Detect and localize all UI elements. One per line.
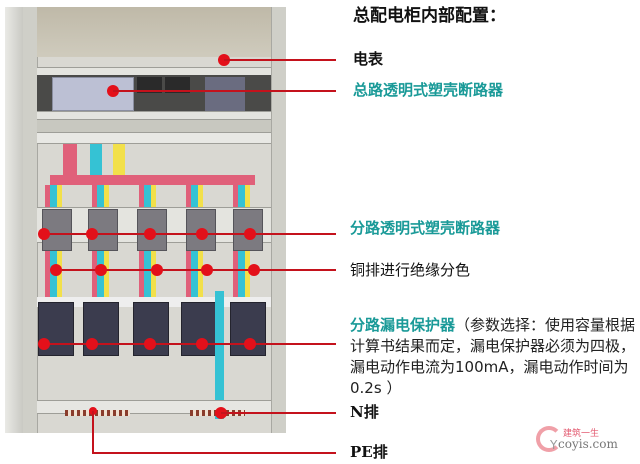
watermark-logo-y: Y (550, 438, 558, 452)
label-busbar-color: 铜排进行绝缘分色 (350, 261, 471, 279)
device (205, 77, 245, 111)
busbar-red (63, 144, 77, 179)
leader-main-breaker (113, 90, 336, 92)
marker-busbar-4 (201, 264, 213, 276)
busbar-cyan (90, 144, 102, 179)
marker-rcd-3 (144, 338, 156, 350)
marker-branch-breaker-1 (38, 228, 50, 240)
pe-busbar (65, 410, 130, 416)
leader-branch-breaker (42, 233, 336, 235)
label-rcd: 分路漏电保护器 (350, 316, 456, 334)
busbar-red-horizontal (50, 175, 255, 185)
marker-branch-breaker-2 (86, 228, 98, 240)
marker-rcd-1 (38, 338, 50, 350)
watermark-logo-icon (536, 426, 562, 452)
cabinet-door (5, 7, 23, 433)
marker-rcd-4 (196, 338, 208, 350)
busbar-yellow (113, 144, 125, 179)
leader-busbar-color (54, 269, 336, 271)
marker-busbar-3 (151, 264, 163, 276)
marker-branch-breaker-3 (144, 228, 156, 240)
leader-meter (224, 59, 336, 61)
cabinet-ceiling (37, 7, 271, 57)
meter (165, 77, 190, 93)
label-n-bar: N排 (350, 403, 379, 421)
marker-busbar-1 (50, 264, 62, 276)
label-pe-bar: PE排 (350, 443, 388, 461)
watermark-cn: 建筑一生 (563, 429, 600, 439)
rcd-params: （参数选择：使用容量根据计算书结果而定，漏电保护器必须为四极，漏电动作电流为10… (350, 316, 636, 397)
cabinet-photo (5, 7, 286, 433)
leader-pe-bar-vertical (92, 411, 94, 454)
marker-busbar-5 (248, 264, 260, 276)
marker-busbar-2 (95, 264, 107, 276)
rcd-1 (38, 302, 74, 356)
marker-rcd-2 (86, 338, 98, 350)
rcd-description: 分路漏电保护器（参数选择：使用容量根据计算书结果而定，漏电保护器必须为四极，漏电… (350, 315, 640, 399)
n-cable (215, 291, 224, 419)
rail (37, 132, 271, 144)
leader-n-bar (221, 412, 336, 414)
cabinet-frame-right (271, 7, 286, 433)
watermark-en: coyis.com (558, 437, 618, 451)
marker-branch-breaker-4 (196, 228, 208, 240)
watermark: Y 建筑一生 coyis.com (536, 424, 636, 456)
leader-pe-bar (92, 452, 336, 454)
label-meter: 电表 (353, 50, 384, 68)
label-branch-breaker: 分路透明式塑壳断路器 (350, 219, 501, 237)
label-main-breaker: 总路透明式塑壳断路器 (353, 81, 504, 99)
leader-rcd (42, 343, 336, 345)
main-breaker (52, 77, 134, 111)
meter (137, 77, 162, 93)
marker-rcd-5 (244, 338, 256, 350)
branch-breaker-3 (137, 209, 167, 251)
rail (37, 111, 271, 120)
marker-branch-breaker-5 (244, 228, 256, 240)
page-title: 总配电柜内部配置： (353, 6, 506, 26)
cabinet-frame-left (23, 7, 38, 433)
